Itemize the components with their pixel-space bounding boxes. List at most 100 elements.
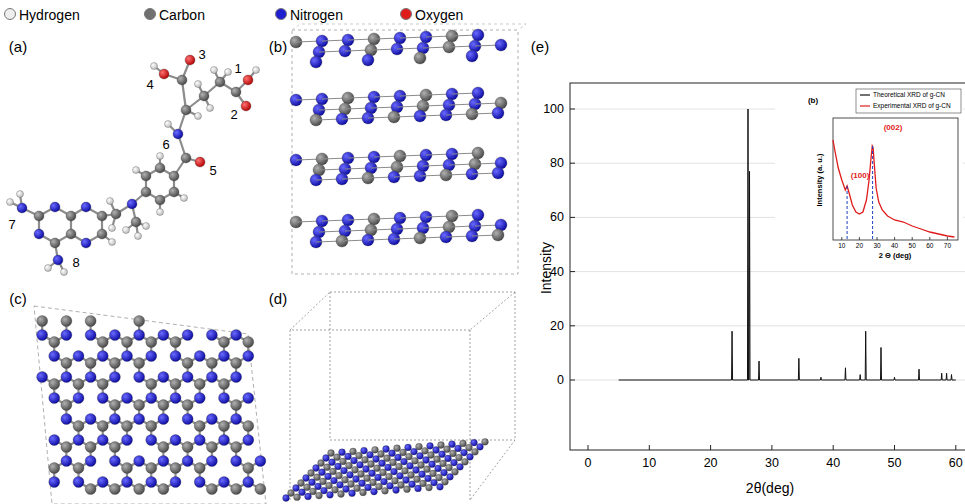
- atom-sphere: [354, 485, 361, 492]
- tick-label: 40: [891, 243, 898, 250]
- atom-sphere: [365, 484, 372, 491]
- tick-label: 20: [704, 457, 718, 470]
- atom-sphere: [241, 101, 251, 111]
- atom-sphere: [195, 113, 202, 120]
- legend-line-sample: [860, 105, 870, 106]
- atom-sphere: [360, 489, 367, 496]
- atom-sphere: [444, 446, 451, 453]
- cell-edge: [470, 330, 471, 500]
- atom-sphere: [348, 481, 355, 488]
- atom-sphere: [431, 479, 438, 486]
- atom-sphere: [428, 452, 435, 459]
- atom-sphere: [313, 465, 320, 472]
- tick-label: 100: [543, 103, 564, 116]
- atom-sphere: [231, 442, 242, 453]
- cell-edge: [290, 330, 291, 500]
- atom-sphere: [121, 337, 132, 348]
- atom-sphere: [206, 358, 217, 369]
- atom-sphere: [372, 446, 379, 453]
- atom-sphere: [225, 69, 232, 76]
- atom-sphere: [49, 435, 60, 446]
- atom-sphere: [434, 456, 441, 463]
- atom-sphere: [61, 330, 72, 341]
- legend-swatch: [400, 8, 412, 20]
- atom-sphere: [243, 477, 254, 488]
- tick-label: 40: [826, 457, 840, 470]
- atom-sphere: [182, 414, 193, 425]
- atom-sphere: [335, 463, 342, 470]
- legend-swatch: [4, 8, 16, 20]
- atom-sphere: [194, 435, 205, 446]
- atom-sphere: [61, 442, 72, 453]
- atom-sphere: [415, 485, 422, 492]
- atom-sphere: [387, 482, 394, 489]
- atom-sphere: [157, 153, 164, 160]
- atom-sphere: [343, 486, 350, 493]
- atom-sphere: [445, 455, 452, 462]
- atom-sphere: [121, 463, 132, 474]
- atom-sphere: [342, 476, 349, 483]
- atom-sphere: [395, 454, 402, 461]
- atom-sphere: [158, 400, 169, 411]
- atom-sphere: [391, 468, 398, 475]
- atom-sphere: [338, 491, 345, 498]
- atom-sphere: [356, 452, 363, 459]
- atom-sphere: [218, 435, 229, 446]
- atom-sphere: [437, 483, 444, 490]
- atom-sphere: [243, 435, 254, 446]
- atom-sphere: [73, 393, 84, 404]
- callout-number: 6: [162, 138, 169, 151]
- atom-sphere: [207, 105, 214, 112]
- atom-sphere: [182, 456, 193, 467]
- atom-sphere: [194, 351, 205, 362]
- atom-sphere: [350, 448, 357, 455]
- tick-label: 0: [585, 457, 592, 470]
- axis-title: 2θ(deg): [746, 481, 794, 495]
- atom-sphere: [457, 463, 464, 470]
- atom-sphere: [390, 459, 397, 466]
- atom-sphere: [492, 167, 504, 179]
- cell-edge: [515, 292, 516, 440]
- tick-label: 30: [873, 243, 880, 250]
- atom-sphere: [351, 457, 358, 464]
- atom-sphere: [424, 466, 431, 473]
- atom-sphere: [218, 351, 229, 362]
- atom-sphere: [326, 482, 333, 489]
- atom-sphere: [393, 487, 400, 494]
- atom-sphere: [159, 69, 169, 79]
- atom-sphere: [134, 456, 145, 467]
- atom-sphere: [206, 372, 217, 383]
- tick-label: 60: [550, 211, 564, 224]
- atom-sphere: [218, 421, 229, 432]
- atom-sphere: [182, 372, 193, 383]
- atom-sphere: [379, 460, 386, 467]
- atom-sphere: [382, 487, 389, 494]
- atom-sphere: [146, 477, 157, 488]
- atom-sphere: [441, 469, 448, 476]
- atom-sphere: [495, 39, 507, 51]
- atom-sphere: [218, 379, 229, 390]
- atom-sphere: [135, 233, 142, 240]
- atom-sphere: [231, 372, 242, 383]
- atom-sphere: [85, 456, 96, 467]
- atom-sphere: [386, 473, 393, 480]
- atom-sphere: [305, 493, 312, 500]
- atom-sphere: [347, 471, 354, 478]
- atom-sphere: [381, 478, 388, 485]
- atom-sphere: [133, 167, 140, 174]
- atom-sphere: [123, 227, 130, 234]
- atom-sphere: [134, 330, 145, 341]
- atom-sphere: [304, 484, 311, 491]
- atom-sphere: [146, 435, 157, 446]
- atom-sphere: [323, 455, 330, 462]
- atom-sphere: [231, 414, 242, 425]
- atom-sphere: [206, 330, 217, 341]
- atom-sphere: [412, 457, 419, 464]
- tick-mark: [877, 237, 878, 240]
- atom-sphere: [243, 421, 254, 432]
- atom-sphere: [177, 75, 187, 85]
- atom-sphere: [407, 462, 414, 469]
- atom-sphere: [389, 450, 396, 457]
- tick-label: 50: [888, 457, 902, 470]
